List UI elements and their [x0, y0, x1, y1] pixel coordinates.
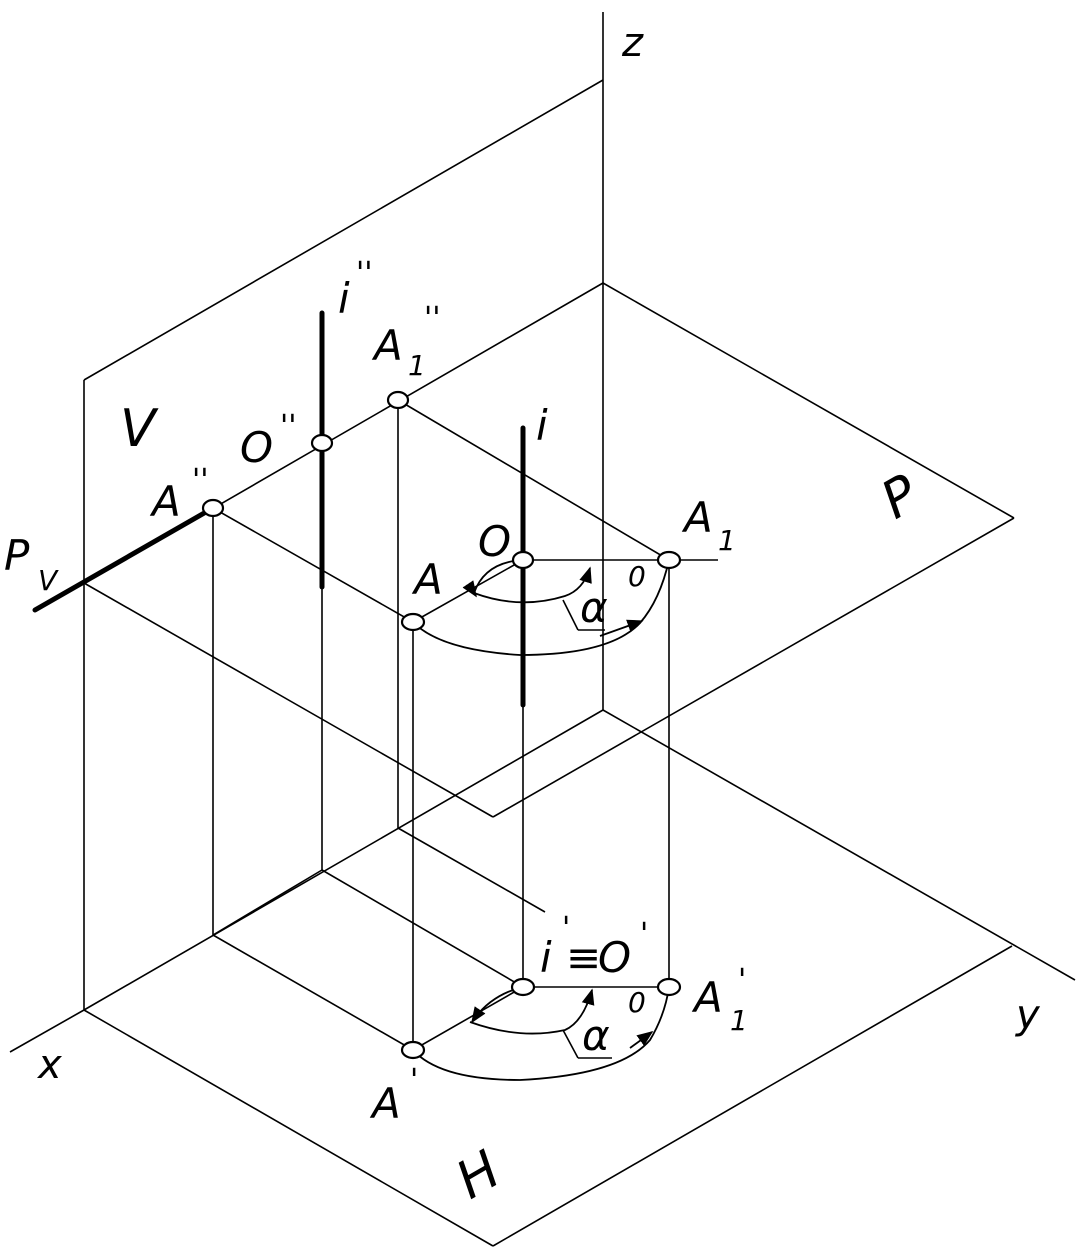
label-a1-sub: 1: [718, 524, 736, 557]
label-o: O: [478, 517, 511, 566]
label-a1-double-prime-sub: 1: [408, 349, 426, 382]
label-a1-prime-sub: 1: [730, 1004, 748, 1037]
point-a1: [656, 550, 682, 570]
x-axis-upper: [83, 709, 604, 1011]
point-o-prime: [510, 977, 536, 997]
label-i-double-prime-mark: '': [356, 256, 373, 291]
label-o-double-prime: O: [240, 423, 273, 472]
pv-trace-line: [32, 505, 216, 613]
label-i-prime: i: [540, 933, 552, 982]
label-y: y: [1015, 992, 1041, 1038]
label-x: x: [36, 1042, 62, 1088]
label-pv: P: [4, 531, 30, 580]
label-o-prime-mark: ': [640, 917, 648, 952]
point-o: [511, 550, 535, 570]
point-a1-prime: [656, 977, 682, 997]
label-pv-sub: V: [38, 564, 59, 597]
axes: [9, 12, 1076, 1053]
label-a1-double-prime: A: [371, 321, 403, 370]
point-a-prime: [400, 1040, 426, 1060]
label-equiv: ≡: [566, 933, 601, 982]
projection-lines: [212, 399, 718, 1059]
rotation-arcs: [412, 559, 670, 1081]
label-o-prime: O: [598, 933, 631, 982]
label-z: z: [621, 20, 644, 66]
point-a: [400, 612, 426, 632]
label-p-plane: P: [872, 463, 930, 531]
v-plane: [83, 79, 604, 1010]
label-i-double-prime: i: [338, 274, 350, 323]
label-a-double-prime: A: [149, 477, 181, 526]
x-axis-end: [9, 1009, 85, 1053]
label-a1-prime: A: [691, 973, 723, 1022]
label-a-prime: A: [369, 1079, 401, 1128]
label-a1: A: [681, 493, 713, 542]
point-a-double-prime: [201, 498, 225, 518]
label-a-prime-mark: ': [410, 1063, 418, 1098]
label-i: i: [536, 401, 548, 450]
label-h-plane: H: [447, 1140, 511, 1212]
label-a-double-prime-mark: '': [192, 463, 209, 498]
y-axis: [602, 709, 1076, 981]
label-alpha-lower: α: [582, 1011, 610, 1060]
label-a1-double-prime-mark: '': [424, 301, 441, 336]
labels: z x y V H P P V i '' A 1 '' O '' A '' i …: [4, 20, 1041, 1211]
label-v-plane: V: [120, 399, 159, 459]
h-plane: [83, 945, 1013, 1247]
label-o-double-prime-mark: '': [280, 409, 297, 444]
point-o-double-prime: [310, 433, 334, 453]
label-a1-prime-mark: ': [738, 963, 746, 998]
label-alpha-deg: 0: [628, 560, 646, 593]
label-alpha-lower-deg: 0: [628, 986, 646, 1019]
p-plane: [83, 282, 1015, 818]
label-i-prime-mark: ': [562, 911, 570, 946]
point-a1-double-prime: [386, 390, 410, 410]
points: [201, 390, 682, 1060]
label-a: A: [411, 555, 443, 604]
label-alpha: α: [580, 583, 608, 632]
